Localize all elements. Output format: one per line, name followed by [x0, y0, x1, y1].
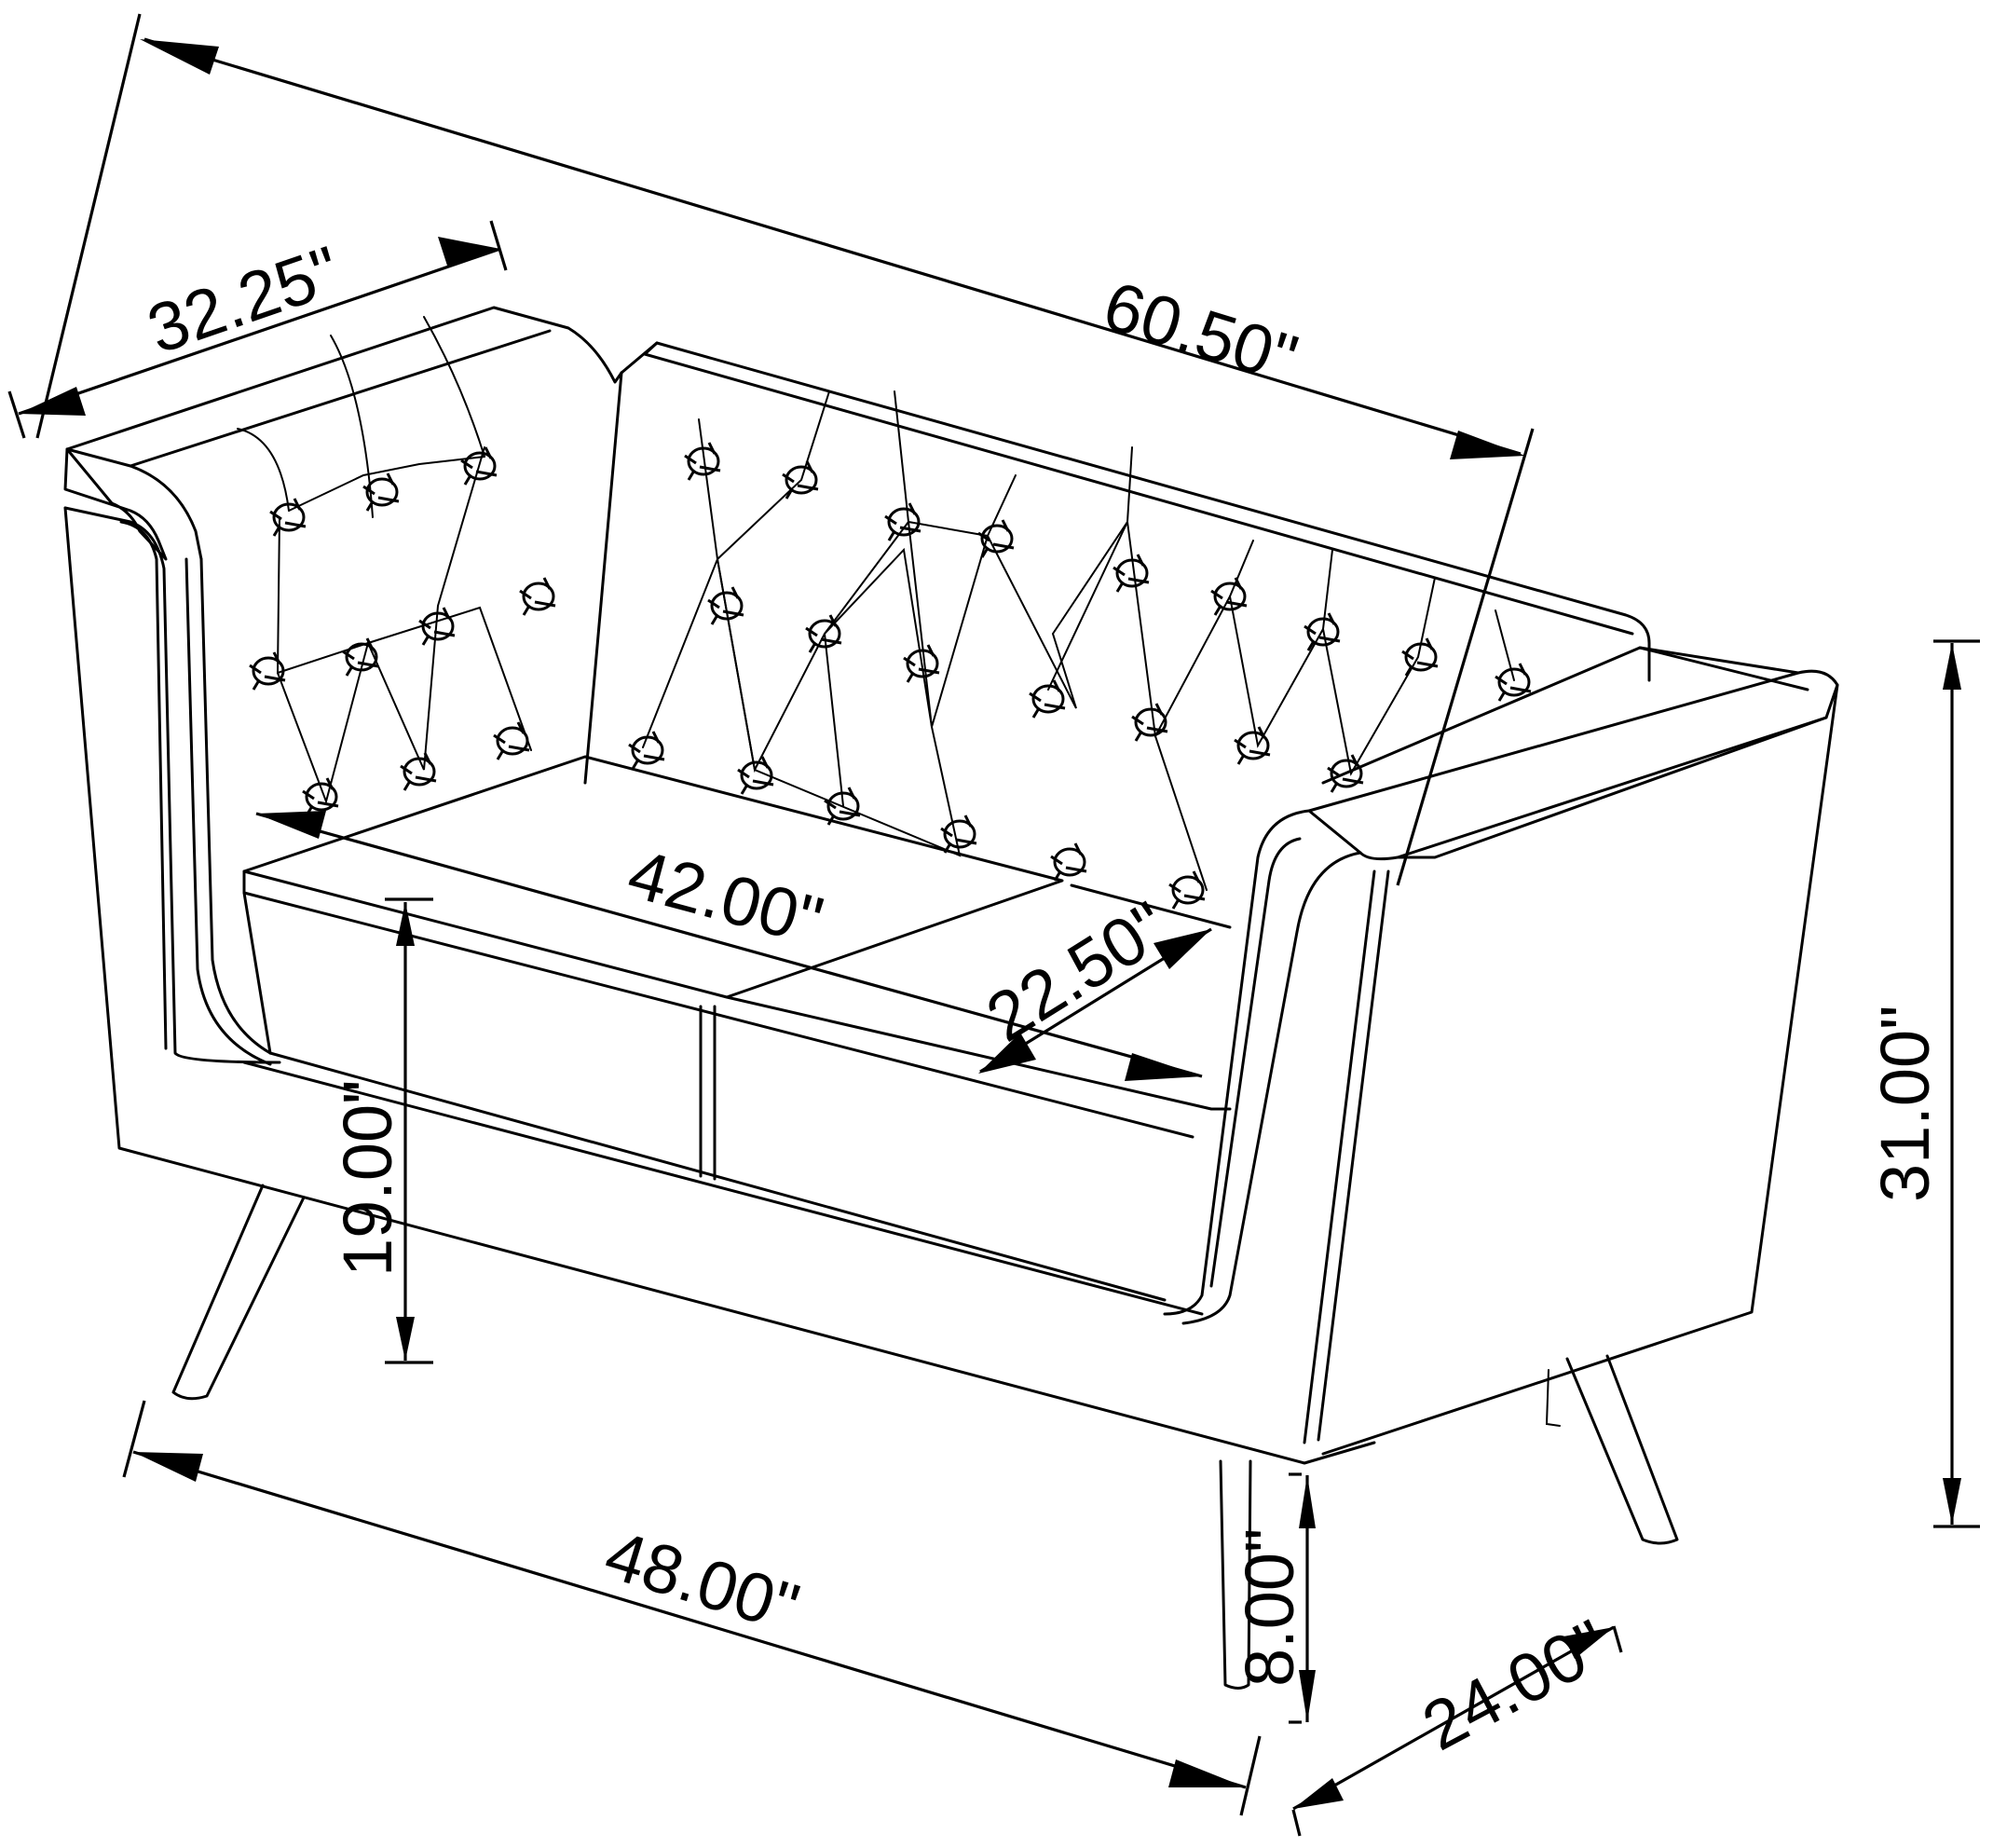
dim-side-depth: 24.00"	[1291, 1605, 1623, 1837]
tufting-seams	[237, 316, 1515, 891]
dim-label-32-25: 32.25"	[138, 231, 349, 368]
dim-overall-height: 31.00"	[1866, 639, 1980, 1528]
sofa-body	[63, 306, 1839, 1465]
left-arm-top	[63, 447, 168, 561]
dim-front-width: 48.00"	[122, 1400, 1262, 1816]
dim-label-42-00: 42.00"	[621, 834, 831, 960]
dim-label-19-00: 19.00"	[329, 1080, 406, 1277]
dim-label-22-50: 22.50"	[973, 886, 1181, 1056]
sofa-legs	[171, 1184, 1679, 1690]
leg-front-right	[1219, 1459, 1252, 1690]
seat-cushions	[242, 755, 1064, 999]
sofa-back	[620, 341, 1651, 682]
dim-leg-height: 8.00"	[1231, 1472, 1316, 1724]
tufting-buttons	[248, 441, 1533, 910]
dim-overall-width-back: 60.50"	[35, 13, 1535, 886]
right-arm	[1307, 669, 1839, 861]
dim-label-48-00: 48.00"	[596, 1515, 807, 1647]
left-arm-side	[63, 506, 1376, 1465]
dim-label-24-00: 24.00"	[1411, 1605, 1621, 1766]
dim-seat-height: 19.00"	[329, 897, 433, 1364]
dim-label-8-00: 8.00"	[1231, 1528, 1308, 1687]
leg-back-right	[1565, 1354, 1679, 1545]
dim-label-60-50: 60.50"	[1095, 267, 1305, 398]
leg-front-left	[171, 1184, 306, 1401]
dim-label-31-00: 31.00"	[1866, 1006, 1944, 1202]
